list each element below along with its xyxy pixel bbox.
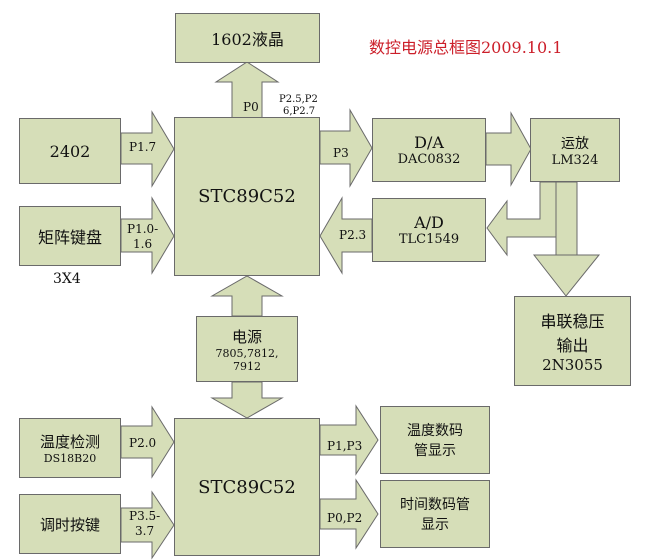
block-eeprom: 2402	[19, 118, 121, 184]
regulator-title: 串联稳压	[540, 312, 605, 331]
arrow-opamp-to-regulator	[555, 181, 578, 256]
port-label-p20: P2.0	[129, 436, 157, 450]
port-label-p25b: 6,P2.7	[283, 106, 316, 117]
temp-sensor-title: 温度检测	[39, 433, 100, 451]
power-parts-2: 7912	[233, 359, 261, 373]
block-temp-sensor: 温度检测 DS18B20	[19, 418, 121, 478]
arrow-mcu2-to-tempdisp	[319, 404, 379, 476]
temp-display-line1: 温度数码	[407, 423, 463, 439]
arrow-dac-to-opamp	[485, 111, 532, 187]
adc-title: A/D	[414, 213, 444, 232]
arrow-keypad-to-mcu	[120, 196, 175, 275]
port-label-p23: P2.3	[339, 228, 367, 242]
block-time-keys: 调时按键	[19, 494, 121, 554]
diagram-title: 数控电源总框图2009.10.1	[369, 38, 563, 57]
arrow-mcu-to-lcd	[214, 61, 280, 119]
arrow-adc-to-mcu	[319, 196, 373, 275]
regulator-part: 2N3055	[542, 356, 603, 374]
arrow-regulator-head	[532, 254, 601, 297]
port-label-p1p3: P1,P3	[327, 439, 363, 453]
port-label-p35: P3.5-	[129, 509, 161, 523]
dac-part: DAC0832	[397, 152, 461, 167]
block-mcu-display: STC89C52	[174, 418, 320, 556]
port-label-p0p2: P0,P2	[327, 511, 363, 525]
dac-title: D/A	[414, 133, 444, 152]
keypad-size-label: 3X4	[53, 271, 81, 287]
block-time-display: 时间数码管 显示	[380, 480, 490, 548]
port-label-p17: P1.7	[129, 140, 157, 154]
port-label-p3: P3	[333, 146, 349, 160]
arrow-mcu2-to-timedisp	[319, 478, 379, 550]
regulator-output: 输出	[556, 336, 589, 355]
opamp-part: LM324	[551, 152, 599, 168]
adc-part: TLC1549	[398, 232, 460, 247]
arrow-eeprom-to-mcu	[120, 110, 175, 188]
port-label-p10: P1.0-	[127, 222, 159, 236]
block-adc: A/D TLC1549	[372, 198, 486, 262]
port-label-p25: P2.5,P2	[279, 94, 318, 105]
port-label-p0: P0	[243, 100, 259, 114]
block-keypad: 矩阵键盘	[19, 206, 121, 266]
block-dac: D/A DAC0832	[372, 118, 486, 182]
opamp-title: 运放	[561, 135, 589, 152]
temp-display-line2: 管显示	[414, 443, 456, 459]
time-display-line1: 时间数码管	[400, 497, 470, 513]
arrow-keys-to-mcu2	[120, 490, 175, 560]
block-opamp: 运放 LM324	[530, 118, 620, 182]
arrow-power-to-mcu	[210, 275, 284, 317]
arrow-power-to-mcu2	[210, 381, 284, 419]
temp-sensor-part: DS18B20	[43, 452, 97, 465]
block-lcd: 1602液晶	[175, 13, 320, 63]
block-power: 电源 7805,7812, 7912	[196, 316, 298, 382]
arrow-opamp-to-adc	[486, 181, 557, 257]
power-title: 电源	[231, 327, 262, 346]
arrow-mcu-to-dac	[319, 108, 373, 188]
block-regulator: 串联稳压 输出 2N3055	[514, 296, 631, 386]
block-temp-display: 温度数码 管显示	[380, 406, 490, 474]
port-label-p10b: 1.6	[133, 237, 153, 251]
power-parts-1: 7805,7812,	[215, 346, 279, 360]
arrow-temp-to-mcu2	[120, 405, 175, 479]
port-label-p35b: 3.7	[135, 524, 155, 538]
block-mcu-main: STC89C52	[174, 117, 320, 276]
time-display-line2: 显示	[421, 517, 449, 533]
